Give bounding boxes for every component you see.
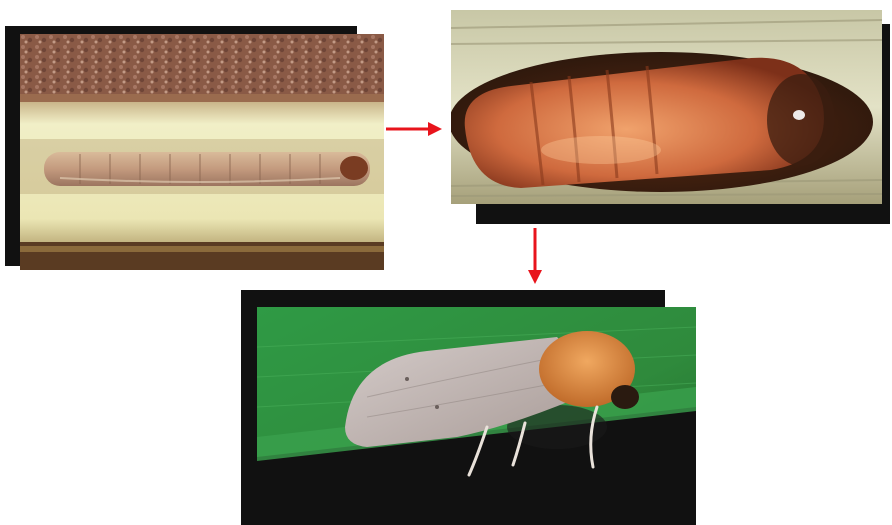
- arrow-down-icon: [524, 226, 546, 288]
- arrow-right-icon: [384, 119, 446, 139]
- adult-photo: [257, 307, 696, 525]
- pupa-photo: [451, 10, 882, 204]
- larva-photo: [20, 34, 384, 270]
- caterpillar-in-stem-icon: [20, 34, 384, 270]
- moth-on-leaf-icon: [257, 307, 696, 525]
- pupa-in-stem-icon: [451, 10, 882, 204]
